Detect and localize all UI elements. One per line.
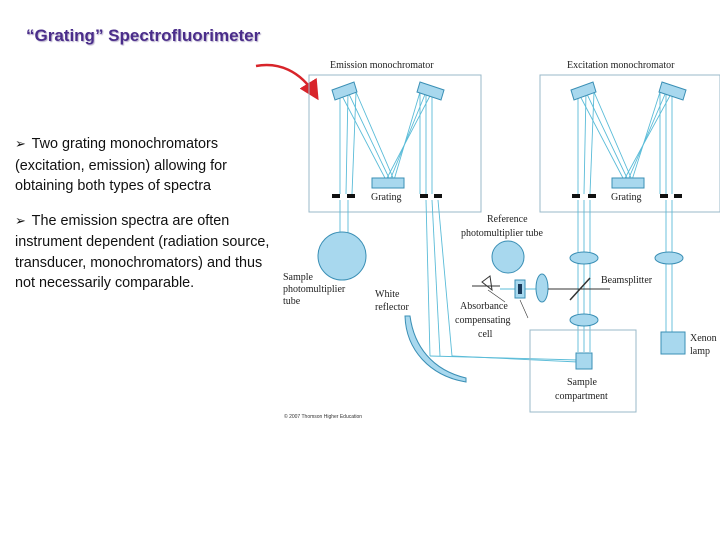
absorbance-cell-label-1: Absorbance [460, 301, 508, 312]
arrow-bullet-icon: ➢ [15, 137, 26, 152]
sample-photomultiplier-tube [317, 231, 367, 281]
slits [332, 194, 682, 198]
beamsplitter-label: Beamsplitter [601, 275, 653, 286]
reference-photomultiplier-tube [491, 240, 525, 274]
xenon-label-1: Xenon [690, 333, 717, 344]
absorbance-compensating-cell [472, 273, 610, 303]
lenses [569, 251, 684, 327]
sample-compartment-box [529, 329, 637, 413]
white-reflector [404, 315, 467, 383]
sample-pmt-label-1: Sample [283, 272, 314, 283]
pointer-arrow-icon [255, 63, 319, 101]
absorbance-cell-label-2: compensating [455, 315, 511, 326]
white-reflector-label-2: reflector [375, 302, 410, 313]
xenon-label-2: lamp [690, 346, 710, 357]
excitation-monochromator-box [539, 74, 720, 213]
sample-compartment-label-2: compartment [555, 391, 608, 402]
bullet-list: ➢ Two grating monochromators (excitation… [15, 134, 277, 308]
sample-pmt-label-2: photomultiplier [283, 284, 346, 295]
grating-label-left: Grating [371, 192, 402, 203]
page-title: “Grating” Spectrofluorimeter [26, 26, 261, 45]
excitation-monochromator-label: Excitation monochromator [567, 60, 675, 71]
sample-compartment-label-1: Sample [567, 377, 598, 388]
white-reflector-label-1: White [375, 289, 400, 300]
emission-monochromator-label: Emission monochromator [330, 60, 434, 71]
bullet-item: ➢ Two grating monochromators (excitation… [15, 134, 277, 197]
excitation-mirrors [570, 81, 687, 101]
sample-cuvette [575, 352, 593, 370]
excitation-grating [611, 177, 645, 189]
emission-beams [339, 91, 453, 357]
reference-pmt-label-2: photomultiplier tube [461, 228, 543, 239]
sample-pmt-label-3: tube [283, 296, 301, 307]
grating-label-right: Grating [611, 192, 642, 203]
copyright-text: © 2007 Thomson Higher Education [284, 413, 362, 420]
reference-pmt-label-1: Reference [487, 214, 528, 225]
leader-lines [487, 289, 529, 319]
excitation-beams [429, 91, 673, 363]
absorbance-cell-label-3: cell [478, 329, 493, 340]
bullet-text: The emission spectra are often instrumen… [15, 212, 270, 292]
emission-monochromator-box [308, 74, 482, 213]
bullet-text: Two grating monochromators (excitation, … [15, 136, 227, 194]
arrow-bullet-icon: ➢ [15, 213, 26, 229]
bullet-item: ➢ The emission spectra are often instrum… [15, 211, 277, 294]
xenon-lamp [660, 331, 686, 355]
emission-mirrors [331, 81, 445, 101]
emission-grating [371, 177, 405, 189]
